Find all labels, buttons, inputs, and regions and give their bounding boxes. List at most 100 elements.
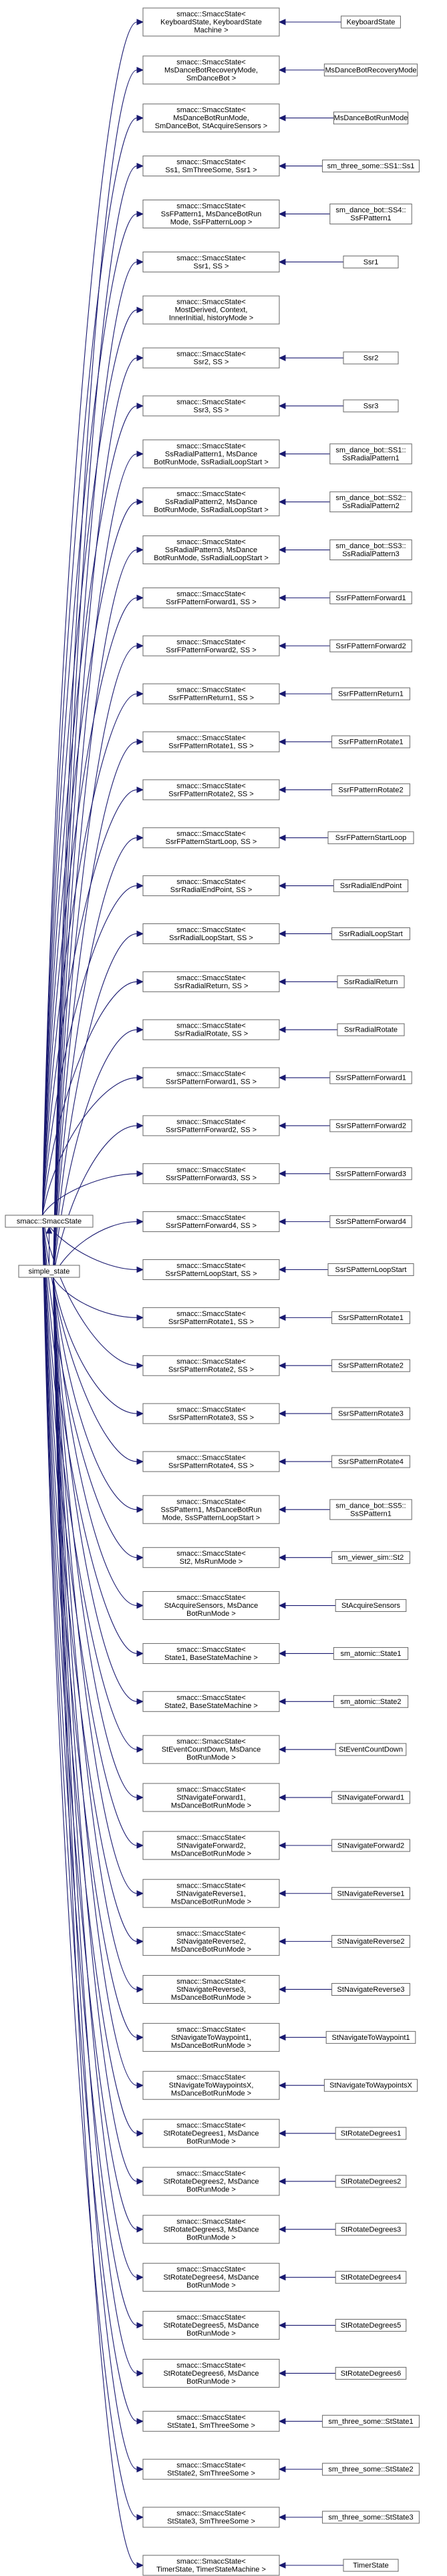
template-node-49[interactable]: smacc::SmaccState<StRotateDegrees6, MsDa…	[142, 2358, 280, 2388]
derived-node-38[interactable]: StNavigateForward2	[331, 1839, 410, 1852]
derived-node-15[interactable]: SsrFPatternRotate1	[331, 735, 410, 748]
template-node-19[interactable]: smacc::SmaccState<SsrRadialLoopStart, SS…	[142, 923, 280, 944]
template-node-52[interactable]: smacc::SmaccState<StState3, SmThreeSome …	[142, 2507, 280, 2528]
template-node-6[interactable]: smacc::SmaccState<MostDerived, Context,I…	[142, 295, 280, 325]
derived-node-2[interactable]: MsDanceBotRunMode	[333, 112, 409, 125]
derived-node-24[interactable]: SsrSPatternForward3	[329, 1167, 412, 1180]
template-node-11[interactable]: smacc::SmaccState<SsRadialPattern3, MsDa…	[142, 535, 280, 565]
template-node-0[interactable]: smacc::SmaccState<KeyboardState, Keyboar…	[142, 7, 280, 37]
simple-state-node[interactable]: simple_state	[18, 1265, 80, 1278]
derived-node-27[interactable]: SsrSPatternRotate1	[331, 1311, 410, 1324]
derived-node-20[interactable]: SsrRadialReturn	[337, 975, 405, 988]
template-node-1[interactable]: smacc::SmaccState<MsDanceBotRecoveryMode…	[142, 55, 280, 85]
derived-node-10[interactable]: sm_dance_bot::SS2::SsRadialPattern2	[329, 491, 412, 513]
template-node-38[interactable]: smacc::SmaccState<StNavigateForward2,MsD…	[142, 1831, 280, 1860]
template-node-27[interactable]: smacc::SmaccState<SsrSPatternRotate1, SS…	[142, 1307, 280, 1328]
derived-node-18[interactable]: SsrRadialEndPoint	[333, 879, 409, 893]
derived-node-31[interactable]: sm_dance_bot::SS5::SsSPattern1	[329, 1499, 412, 1520]
derived-node-40[interactable]: StNavigateReverse2	[331, 1935, 410, 1948]
template-node-39[interactable]: smacc::SmaccState<StNavigateReverse1,MsD…	[142, 1879, 280, 1908]
template-node-35[interactable]: smacc::SmaccState<State2, BaseStateMachi…	[142, 1691, 280, 1712]
derived-node-39[interactable]: StNavigateReverse1	[331, 1887, 410, 1900]
derived-node-50[interactable]: sm_three_some::StState1	[322, 2414, 420, 2428]
smacc-smaccstate-node[interactable]: smacc::SmaccState	[5, 1215, 94, 1228]
template-node-16[interactable]: smacc::SmaccState<SsrFPatternRotate2, SS…	[142, 779, 280, 801]
template-node-43[interactable]: smacc::SmaccState<StNavigateToWaypointsX…	[142, 2071, 280, 2100]
derived-node-19[interactable]: SsrRadialLoopStart	[331, 927, 410, 940]
derived-node-4[interactable]: sm_dance_bot::SS4::SsFPattern1	[329, 203, 412, 224]
template-node-3[interactable]: smacc::SmaccState<Ss1, SmThreeSome, Ssr1…	[142, 156, 280, 177]
derived-node-49[interactable]: StRotateDegrees6	[335, 2366, 407, 2380]
template-node-7[interactable]: smacc::SmaccState<Ssr2, SS >	[142, 347, 280, 369]
derived-node-16[interactable]: SsrFPatternRotate2	[331, 783, 410, 797]
template-node-20[interactable]: smacc::SmaccState<SsrRadialReturn, SS >	[142, 971, 280, 992]
template-node-24[interactable]: smacc::SmaccState<SsrSPatternForward3, S…	[142, 1163, 280, 1185]
derived-node-11[interactable]: sm_dance_bot::SS3::SsRadialPattern3	[329, 540, 412, 561]
template-node-22[interactable]: smacc::SmaccState<SsrSPatternForward1, S…	[142, 1067, 280, 1088]
derived-node-34[interactable]: sm_atomic::State1	[333, 1647, 409, 1660]
template-node-41[interactable]: smacc::SmaccState<StNavigateReverse3,MsD…	[142, 1974, 280, 2004]
derived-node-32[interactable]: sm_viewer_sim::St2	[331, 1551, 410, 1564]
derived-node-7[interactable]: Ssr2	[343, 351, 399, 365]
template-node-12[interactable]: smacc::SmaccState<SsrFPatternForward1, S…	[142, 587, 280, 608]
derived-node-13[interactable]: SsrFPatternForward2	[329, 639, 412, 652]
template-node-5[interactable]: smacc::SmaccState<Ssr1, SS >	[142, 251, 280, 272]
template-node-51[interactable]: smacc::SmaccState<StState2, SmThreeSome …	[142, 2458, 280, 2480]
template-node-23[interactable]: smacc::SmaccState<SsrSPatternForward2, S…	[142, 1115, 280, 1136]
template-node-40[interactable]: smacc::SmaccState<StNavigateReverse2,MsD…	[142, 1927, 280, 1956]
derived-node-12[interactable]: SsrFPatternForward1	[329, 591, 412, 604]
template-node-44[interactable]: smacc::SmaccState<StRotateDegrees1, MsDa…	[142, 2119, 280, 2148]
derived-node-0[interactable]: KeyboardState	[341, 15, 401, 29]
template-node-32[interactable]: smacc::SmaccState<St2, MsRunMode >	[142, 1547, 280, 1568]
template-node-2[interactable]: smacc::SmaccState<MsDanceBotRunMode,SmDa…	[142, 103, 280, 133]
derived-node-5[interactable]: Ssr1	[343, 255, 399, 268]
template-node-9[interactable]: smacc::SmaccState<SsRadialPattern1, MsDa…	[142, 439, 280, 469]
template-node-17[interactable]: smacc::SmaccState<SsrFPatternStartLoop, …	[142, 827, 280, 849]
derived-node-1[interactable]: MsDanceBotRecoveryMode	[323, 63, 418, 77]
derived-node-46[interactable]: StRotateDegrees3	[335, 2223, 407, 2236]
template-node-50[interactable]: smacc::SmaccState<StState1, SmThreeSome …	[142, 2410, 280, 2432]
template-node-48[interactable]: smacc::SmaccState<StRotateDegrees5, MsDa…	[142, 2311, 280, 2340]
derived-node-14[interactable]: SsrFPatternReturn1	[331, 687, 410, 700]
template-node-18[interactable]: smacc::SmaccState<SsrRadialEndPoint, SS …	[142, 875, 280, 897]
template-node-31[interactable]: smacc::SmaccState<SsSPattern1, MsDanceBo…	[142, 1495, 280, 1524]
template-node-42[interactable]: smacc::SmaccState<StNavigateToWaypoint1,…	[142, 2022, 280, 2052]
template-node-33[interactable]: smacc::SmaccState<StAcquireSensors, MsDa…	[142, 1591, 280, 1621]
template-node-13[interactable]: smacc::SmaccState<SsrFPatternForward2, S…	[142, 635, 280, 656]
derived-node-25[interactable]: SsrSPatternForward4	[329, 1215, 412, 1229]
template-node-14[interactable]: smacc::SmaccState<SsrFPatternReturn1, SS…	[142, 683, 280, 704]
derived-node-8[interactable]: Ssr3	[343, 399, 399, 413]
template-node-34[interactable]: smacc::SmaccState<State1, BaseStateMachi…	[142, 1643, 280, 1664]
template-node-25[interactable]: smacc::SmaccState<SsrSPatternForward4, S…	[142, 1211, 280, 1233]
template-node-30[interactable]: smacc::SmaccState<SsrSPatternRotate4, SS…	[142, 1451, 280, 1472]
template-node-4[interactable]: smacc::SmaccState<SsFPattern1, MsDanceBo…	[142, 199, 280, 228]
template-node-28[interactable]: smacc::SmaccState<SsrSPatternRotate2, SS…	[142, 1355, 280, 1376]
derived-node-52[interactable]: sm_three_some::StState3	[322, 2511, 420, 2524]
template-node-26[interactable]: smacc::SmaccState<SsrSPatternLoopStart, …	[142, 1259, 280, 1280]
derived-node-29[interactable]: SsrSPatternRotate3	[331, 1407, 410, 1420]
template-node-15[interactable]: smacc::SmaccState<SsrFPatternRotate1, SS…	[142, 731, 280, 753]
template-node-47[interactable]: smacc::SmaccState<StRotateDegrees4, MsDa…	[142, 2263, 280, 2292]
derived-node-23[interactable]: SsrSPatternForward2	[329, 1119, 412, 1132]
derived-node-21[interactable]: SsrRadialRotate	[337, 1023, 405, 1036]
derived-node-9[interactable]: sm_dance_bot::SS1::SsRadialPattern1	[329, 443, 412, 465]
derived-node-35[interactable]: sm_atomic::State2	[333, 1695, 409, 1708]
derived-node-44[interactable]: StRotateDegrees1	[335, 2127, 407, 2140]
derived-node-33[interactable]: StAcquireSensors	[335, 1599, 407, 1613]
derived-node-36[interactable]: StEventCountDown	[335, 1743, 407, 1756]
template-node-21[interactable]: smacc::SmaccState<SsrRadialRotate, SS >	[142, 1019, 280, 1040]
derived-node-45[interactable]: StRotateDegrees2	[335, 2175, 407, 2188]
derived-node-26[interactable]: SsrSPatternLoopStart	[327, 1263, 414, 1276]
template-node-37[interactable]: smacc::SmaccState<StNavigateForward1,MsD…	[142, 1783, 280, 1812]
template-node-29[interactable]: smacc::SmaccState<SsrSPatternRotate3, SS…	[142, 1403, 280, 1424]
derived-node-43[interactable]: StNavigateToWaypointsX	[323, 2079, 418, 2092]
derived-node-41[interactable]: StNavigateReverse3	[331, 1982, 410, 1996]
template-node-53[interactable]: smacc::SmaccState<TimerState, TimerState…	[142, 2555, 280, 2576]
template-node-36[interactable]: smacc::SmaccState<StEventCountDown, MsDa…	[142, 1735, 280, 1764]
template-node-8[interactable]: smacc::SmaccState<Ssr3, SS >	[142, 395, 280, 417]
derived-node-51[interactable]: sm_three_some::StState2	[322, 2462, 420, 2476]
derived-node-42[interactable]: StNavigateToWaypoint1	[325, 2030, 416, 2044]
derived-node-47[interactable]: StRotateDegrees4	[335, 2271, 407, 2284]
derived-node-37[interactable]: StNavigateForward1	[331, 1791, 410, 1804]
derived-node-22[interactable]: SsrSPatternForward1	[329, 1071, 412, 1084]
